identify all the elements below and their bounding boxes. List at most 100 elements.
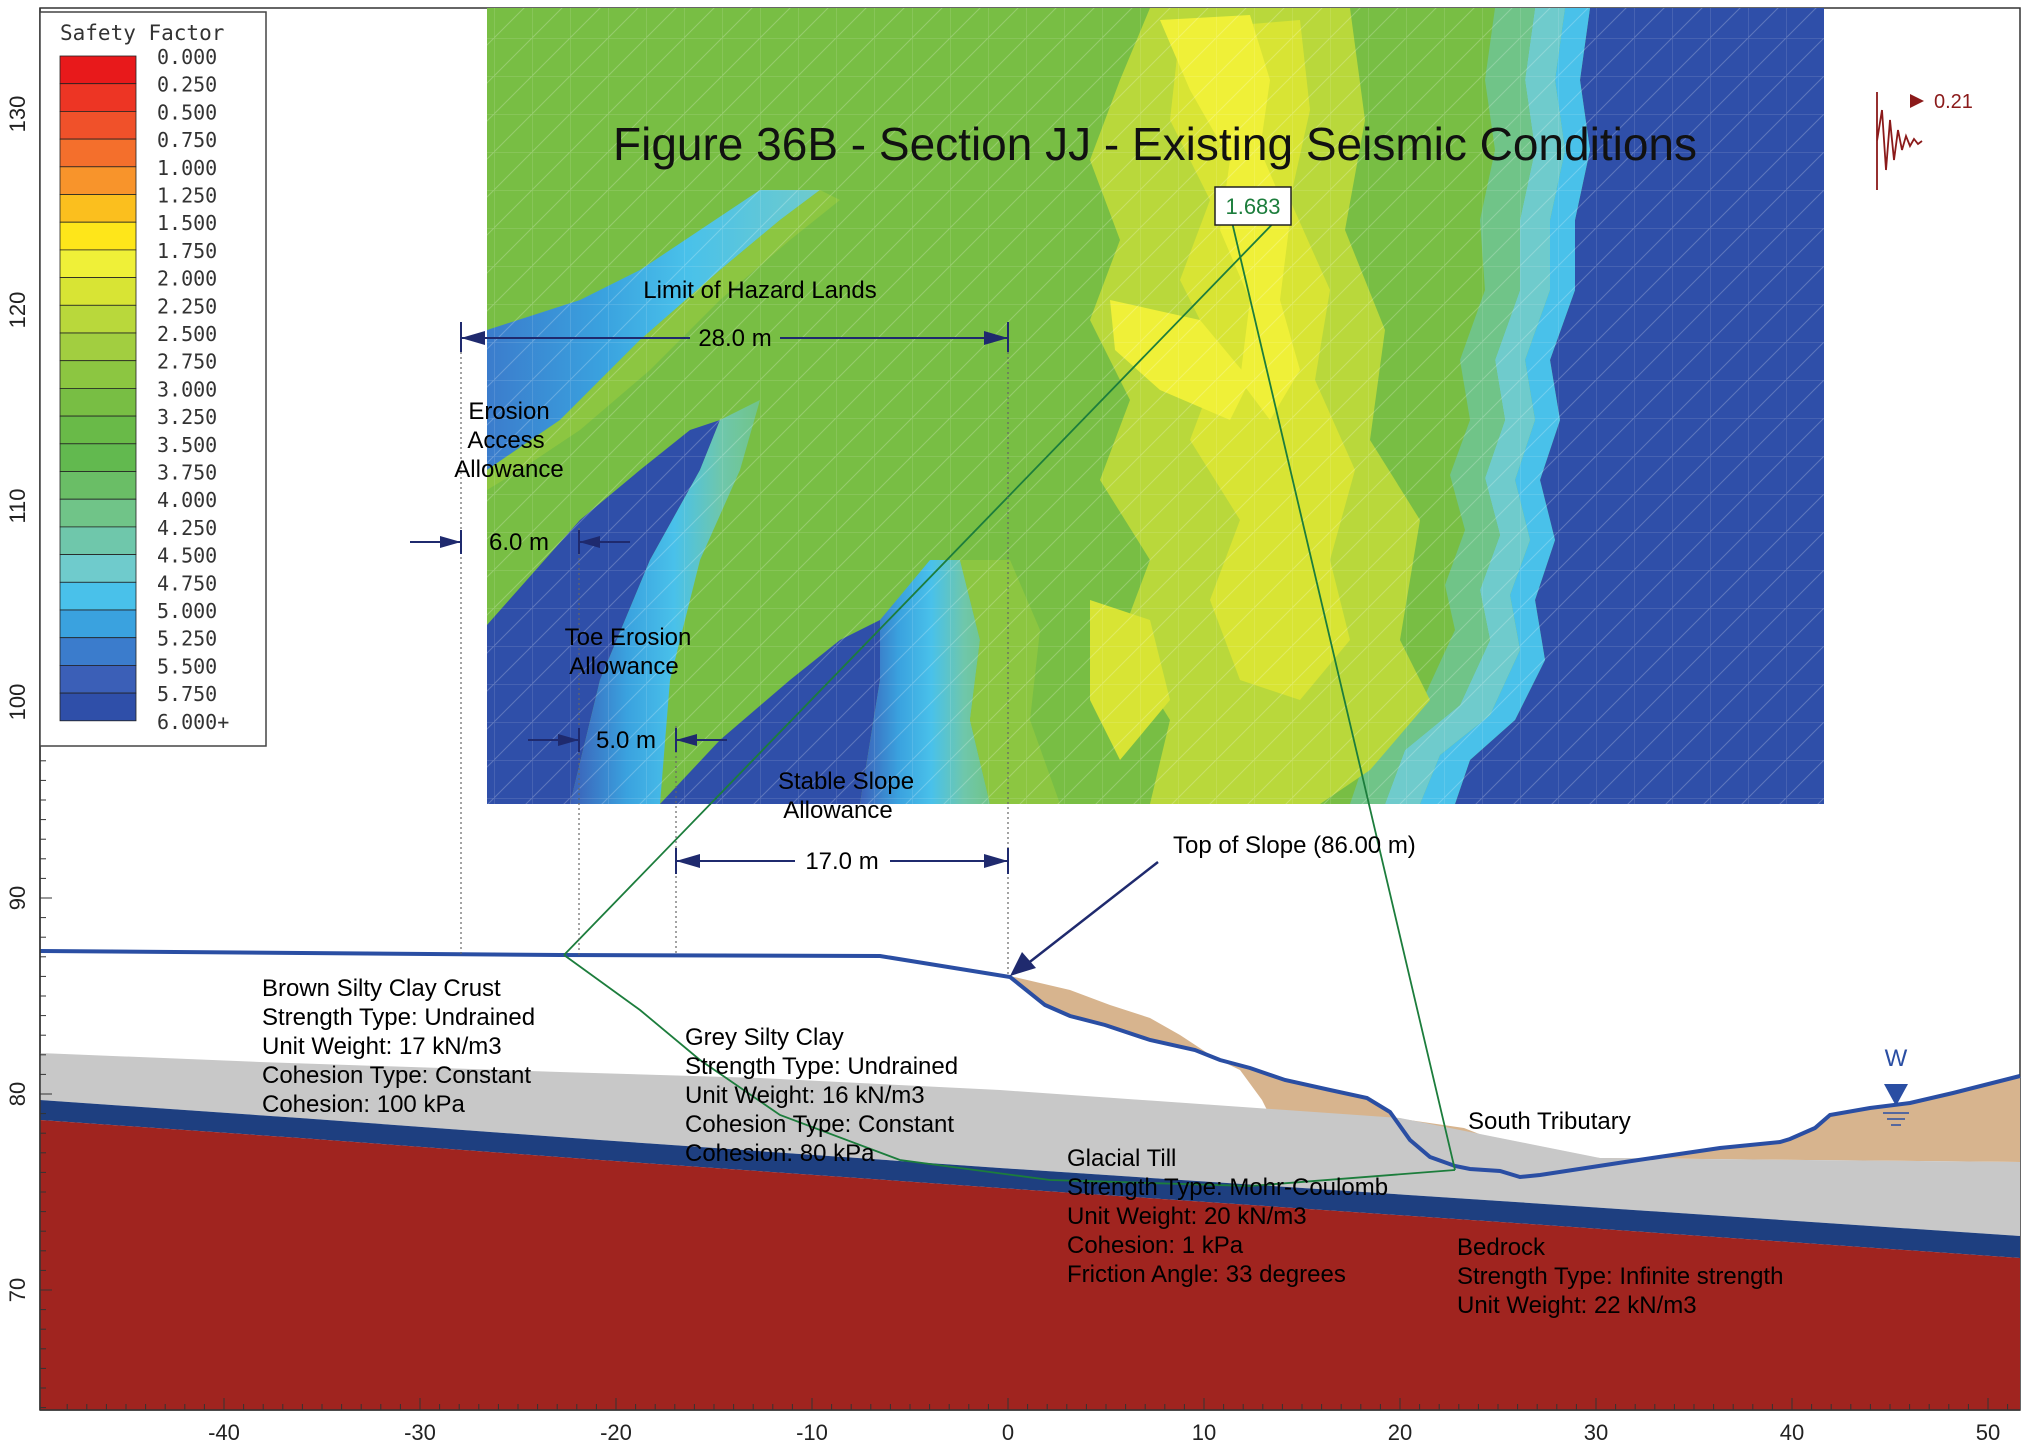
legend-swatch [59,471,137,500]
legend-label: 2.500 [157,322,217,346]
x-tick-label: 40 [1780,1420,1804,1445]
legend-swatch [59,443,137,472]
legend-swatch [59,332,137,362]
legend-label: 4.000 [157,488,217,512]
erosion-access-value: 6.0 m [489,529,549,556]
legend-label: 1.250 [157,184,217,208]
toe-erosion-value: 5.0 m [596,727,656,754]
legend-label: 0.250 [157,73,217,97]
legend-swatch [59,554,137,583]
legend-label: 4.500 [157,544,217,568]
legend-label: 3.750 [157,461,217,485]
x-tick-label: -10 [796,1420,828,1445]
brown-silty-clay-layer [40,951,2020,1177]
legend-swatch [59,83,137,112]
legend-swatch [59,692,137,722]
erosion-access-label-line1: Erosion [468,398,549,425]
bedrock-name: Bedrock [1457,1234,1546,1261]
y-tick-label: 100 [5,684,30,721]
y-tick-label: 90 [5,886,30,910]
hazard-limit-value: 28.0 m [698,325,771,352]
legend-label: 4.750 [157,571,217,595]
legend-label: 5.250 [157,627,217,651]
legend-swatch [59,581,137,611]
legend-label: 5.500 [157,654,217,678]
seismic-icon: 0.21 [1876,91,1973,190]
critical-fs-value: 1.683 [1225,194,1280,219]
glacial-till-strength: Strength Type: Mohr-Coulomb [1067,1174,1388,1201]
grey-clay-cohesion-type: Cohesion Type: Constant [685,1111,954,1138]
hazard-limit-label: Limit of Hazard Lands [643,277,876,304]
y-tick-label: 130 [5,96,30,133]
legend-swatch [59,387,137,417]
legend-label: 6.000+ [157,710,229,734]
bedrock-weight: Unit Weight: 22 kN/m3 [1457,1292,1697,1319]
legend-swatch [59,249,137,278]
legend-swatch [59,526,137,556]
dimension-annotations: Limit of Hazard Lands 28.0 m Erosion Acc… [410,277,1416,976]
stable-slope-value: 17.0 m [805,848,878,875]
water-table-label: W [1885,1045,1908,1072]
legend-label: 2.000 [157,267,217,291]
legend-label: 2.750 [157,350,217,374]
stable-slope-label-line2: Allowance [783,797,892,824]
toe-erosion-label-line2: Allowance [569,653,678,680]
glacial-till-name: Glacial Till [1067,1145,1176,1172]
grey-clay-strength: Strength Type: Undrained [685,1053,958,1080]
legend-label: 4.250 [157,516,217,540]
legend-swatch [59,55,137,85]
x-tick-label: 20 [1388,1420,1412,1445]
legend-label: 5.000 [157,599,217,623]
legend-swatch [59,498,137,528]
x-tick-label: 30 [1584,1420,1608,1445]
brown-clay-strength: Strength Type: Undrained [262,1004,535,1031]
legend-swatch [59,415,137,445]
glacial-till-cohesion: Cohesion: 1 kPa [1067,1232,1244,1259]
legend-label: 2.250 [157,294,217,318]
legend-swatch [59,138,137,168]
legend-label: 3.500 [157,433,217,457]
x-tick-label: 0 [1002,1420,1014,1445]
brown-clay-weight: Unit Weight: 17 kN/m3 [262,1033,502,1060]
figure-title: Figure 36B - Section JJ - Existing Seism… [613,118,1697,170]
critical-fs-label: 1.683 [1214,186,1292,226]
safety-factor-legend: Safety Factor 0.0000.2500.5000.7501.0001… [39,11,267,747]
brown-clay-cohesion: Cohesion: 100 kPa [262,1091,465,1118]
y-tick-label: 110 [5,488,30,523]
grey-clay-name: Grey Silty Clay [685,1024,844,1051]
y-tick-label: 80 [5,1082,30,1106]
south-tributary-label: South Tributary [1468,1108,1631,1135]
brown-clay-cohesion-type: Cohesion Type: Constant [262,1062,531,1089]
legend-swatch [59,304,137,334]
x-tick-label: 50 [1976,1420,2000,1445]
legend-label: 1.750 [157,239,217,263]
legend-label: 0.500 [157,100,217,124]
x-tick-label: -30 [404,1420,436,1445]
legend-label: 3.250 [157,405,217,429]
legend-swatch [59,637,137,666]
critical-slip-surface [563,207,1456,1187]
bedrock-strength: Strength Type: Infinite strength [1457,1263,1783,1290]
x-tick-label: 10 [1192,1420,1216,1445]
brown-clay-name: Brown Silty Clay Crust [262,975,501,1002]
grey-clay-cohesion: Cohesion: 80 kPa [685,1140,875,1167]
ground-surface-line [39,949,2021,1180]
material-labels: Brown Silty Clay Crust Strength Type: Un… [262,975,1783,1319]
legend-swatch [59,665,137,694]
glacial-till-friction: Friction Angle: 33 degrees [1067,1261,1346,1288]
top-of-slope-label: Top of Slope (86.00 m) [1173,832,1416,859]
legend-label: 1.000 [157,156,217,180]
legend-swatch [59,194,137,223]
toe-erosion-label-line1: Toe Erosion [565,624,692,651]
glacial-till-layer [40,1100,2020,1258]
seismic-coefficient-value: 0.21 [1934,91,1973,113]
legend-label: 0.750 [157,128,217,152]
bedrock-layer [40,1120,2020,1410]
legend-label: 1.500 [157,211,217,235]
erosion-access-label-line2: Access [467,427,544,454]
legend-swatch [59,609,137,639]
stable-slope-label-line1: Stable Slope [778,768,914,795]
legend-label: 3.000 [157,377,217,401]
soil-section [39,949,2021,1410]
